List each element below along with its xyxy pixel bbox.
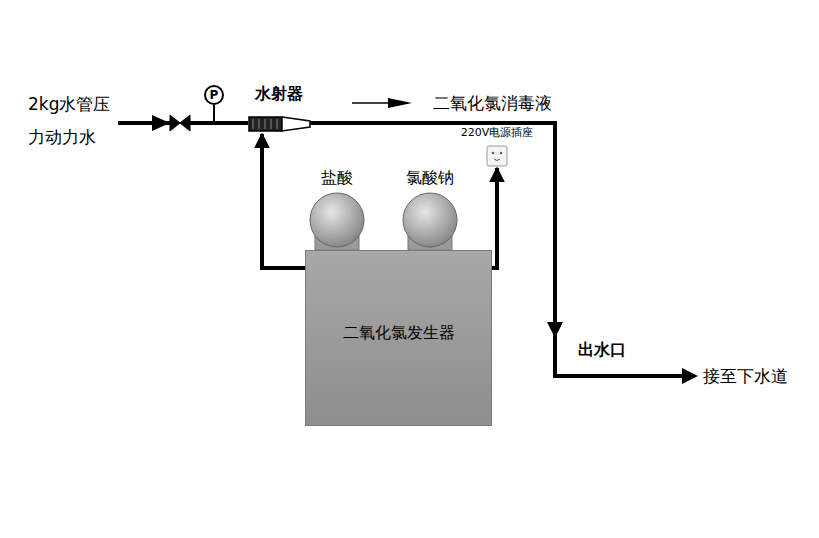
power-socket: 220V电源插座 [455,126,539,168]
flow-direction-arrow [352,98,412,108]
inlet-arrowhead [152,115,170,131]
tank-label: 盐酸 [321,168,353,189]
feed-pipe [262,134,305,268]
flow-down-arrowhead [547,322,563,338]
socket-label: 220V电源插座 [461,126,534,140]
tank-shape [392,190,468,252]
feed-pipe [492,168,497,268]
socket-shape [455,145,539,167]
water-pipe [118,105,690,376]
generator-label: 二氧化氯发生器 [343,323,455,344]
drain-label: 接至下水道 [703,364,788,388]
outlet-label: 出水口 [578,338,626,362]
tank-label: 氯酸钠 [406,168,454,189]
inlet-note: 2kg水管压 力动力水 [28,88,130,154]
ejector-shape [246,115,312,133]
acid-tank: 盐酸 [299,168,375,250]
gauge-letter: P [210,89,219,101]
ejector-label: 水射器 [255,84,303,105]
water-ejector: 水射器 [246,84,312,134]
pressure-gauge: P [204,85,224,105]
outlet-arrowhead [682,368,698,384]
generator-box: 二氧化氯发生器 [305,250,492,426]
valve-symbol [170,115,190,131]
chlorate-tank: 氯酸钠 [392,168,468,250]
tank-shape [299,190,375,252]
flow-label: 二氧化氯消毒液 [433,91,552,115]
